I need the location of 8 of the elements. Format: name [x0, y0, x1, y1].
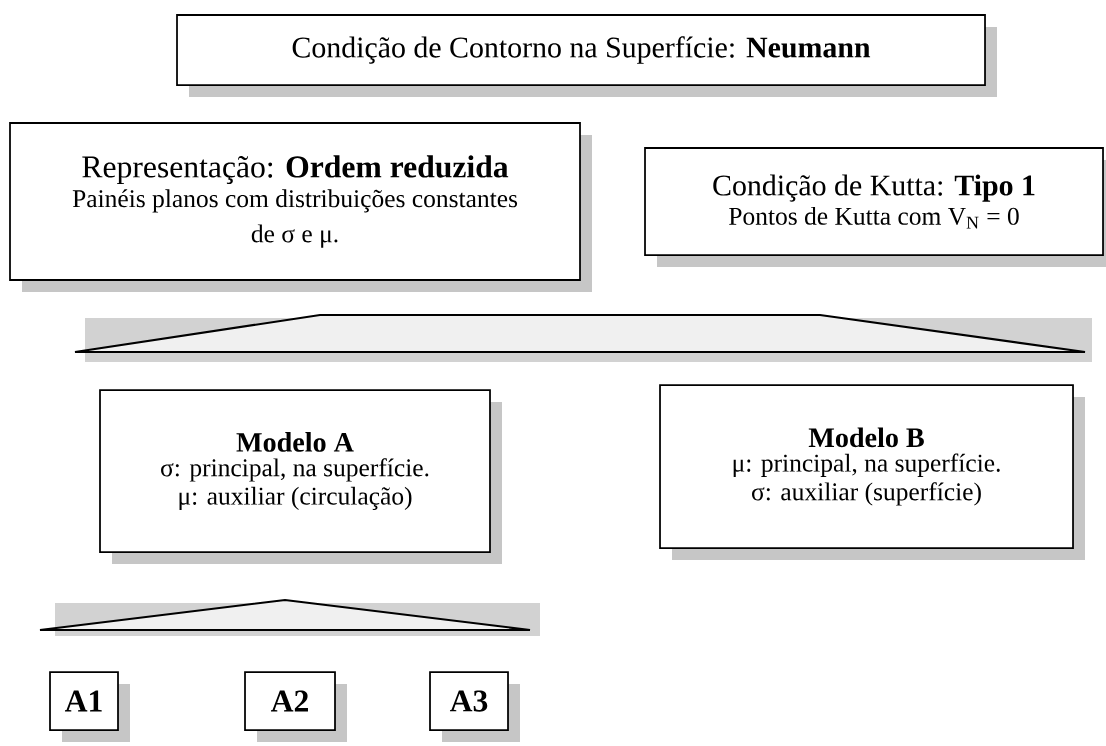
text-box: Condição de Contorno na Superfície: Neumann: [176, 14, 997, 97]
text-box: Representação: Ordem reduzida Painéis planos com distribuições constantes de σ e μ.: [9, 122, 592, 292]
text-box: Modelo B μ: principal, na superfície. σ: auxiliar (superfície): [659, 384, 1085, 560]
text-box: Modelo A σ: principal, na superfície. μ: auxiliar (circulação): [99, 389, 502, 564]
text-box: A1: [49, 671, 130, 742]
text-box: A2: [244, 671, 347, 742]
text-box: A3: [429, 671, 520, 742]
text-box: Condição de Kutta: Tipo 1 Pontos de Kutta com V$_{N}$ = 0: [644, 147, 1106, 267]
